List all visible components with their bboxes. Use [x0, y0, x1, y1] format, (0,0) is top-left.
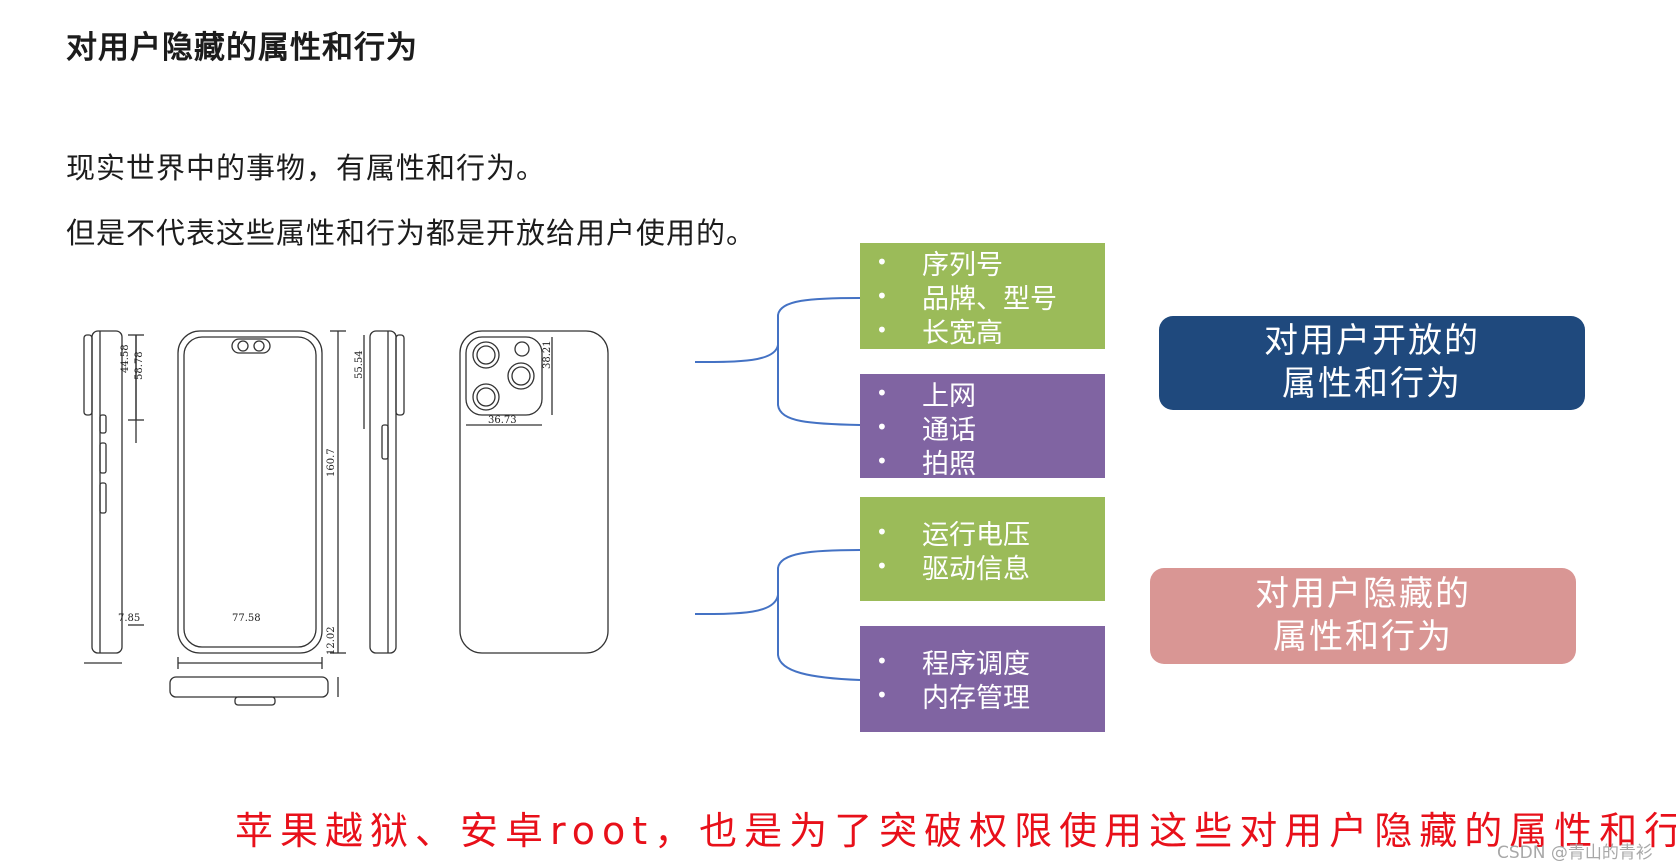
watermark: CSDN @青山的青衫: [1497, 843, 1653, 863]
dim-label-38-21: 38.21: [542, 340, 553, 369]
handwritten-note: 苹果越狱、安卓root，也是为了突破权限使用这些对用户隐藏的属性和行为: [235, 809, 1676, 853]
page-title: 对用户隐藏的属性和行为: [66, 30, 418, 66]
dim-label-58-78: 58.78: [134, 351, 145, 380]
paragraph-1: 现实世界中的事物，有属性和行为。: [66, 151, 547, 185]
brace-open: [694, 297, 861, 426]
list-item: •上网: [876, 380, 976, 412]
attribute-box-serial: •序列号 •品牌、型号 •长宽高: [860, 243, 1105, 349]
dim-label-160-7: 160.7: [326, 448, 337, 477]
bullet-icon: •: [876, 318, 888, 342]
bullet-icon: •: [876, 284, 888, 308]
list-item: •品牌、型号: [876, 283, 1057, 315]
bullet-icon: •: [876, 381, 888, 405]
bullet-icon: •: [876, 520, 888, 544]
dim-label-12-02: 12.02: [326, 626, 337, 655]
bullet-icon: •: [876, 449, 888, 473]
open-to-user-label: 对用户开放的 属性和行为: [1159, 316, 1585, 410]
phone-side-view-right: [363, 330, 405, 654]
dim-label-36-73: 36.73: [488, 415, 517, 426]
list-item: •运行电压: [876, 519, 1030, 551]
behavior-box-network: •上网 •通话 •拍照: [860, 374, 1105, 480]
bullet-icon: •: [876, 250, 888, 274]
phone-front-view: [169, 330, 346, 706]
attribute-box-voltage: •运行电压 •驱动信息: [860, 497, 1105, 601]
bullet-icon: •: [876, 415, 888, 439]
bullet-icon: •: [876, 554, 888, 578]
bullet-icon: •: [876, 649, 888, 673]
paragraph-2: 但是不代表这些属性和行为都是开放给用户使用的。: [66, 216, 757, 250]
behavior-box-scheduling: •程序调度 •内存管理: [860, 626, 1105, 732]
dim-label-7-85: 7.85: [118, 613, 140, 624]
list-item: •内存管理: [876, 682, 1030, 714]
list-item: •长宽高: [876, 317, 1003, 349]
list-item: •通话: [876, 414, 976, 446]
dim-label-55-54: 55.54: [354, 350, 365, 379]
list-item: •拍照: [876, 448, 976, 480]
bullet-icon: •: [876, 683, 888, 707]
phone-back-view: [459, 330, 609, 654]
phone-side-view-left: [83, 330, 144, 664]
hidden-from-user-label: 对用户隐藏的 属性和行为: [1150, 568, 1576, 664]
list-item: •序列号: [876, 249, 1003, 281]
dim-label-77-58: 77.58: [232, 613, 261, 624]
list-item: •程序调度: [876, 648, 1030, 680]
phone-technical-drawing: 44.58 58.78 55.54 160.7 7.85 77.58 12.02…: [83, 330, 609, 706]
list-item: •驱动信息: [876, 553, 1030, 585]
dim-label-44-58: 44.58: [120, 344, 131, 373]
brace-hidden: [694, 549, 861, 681]
